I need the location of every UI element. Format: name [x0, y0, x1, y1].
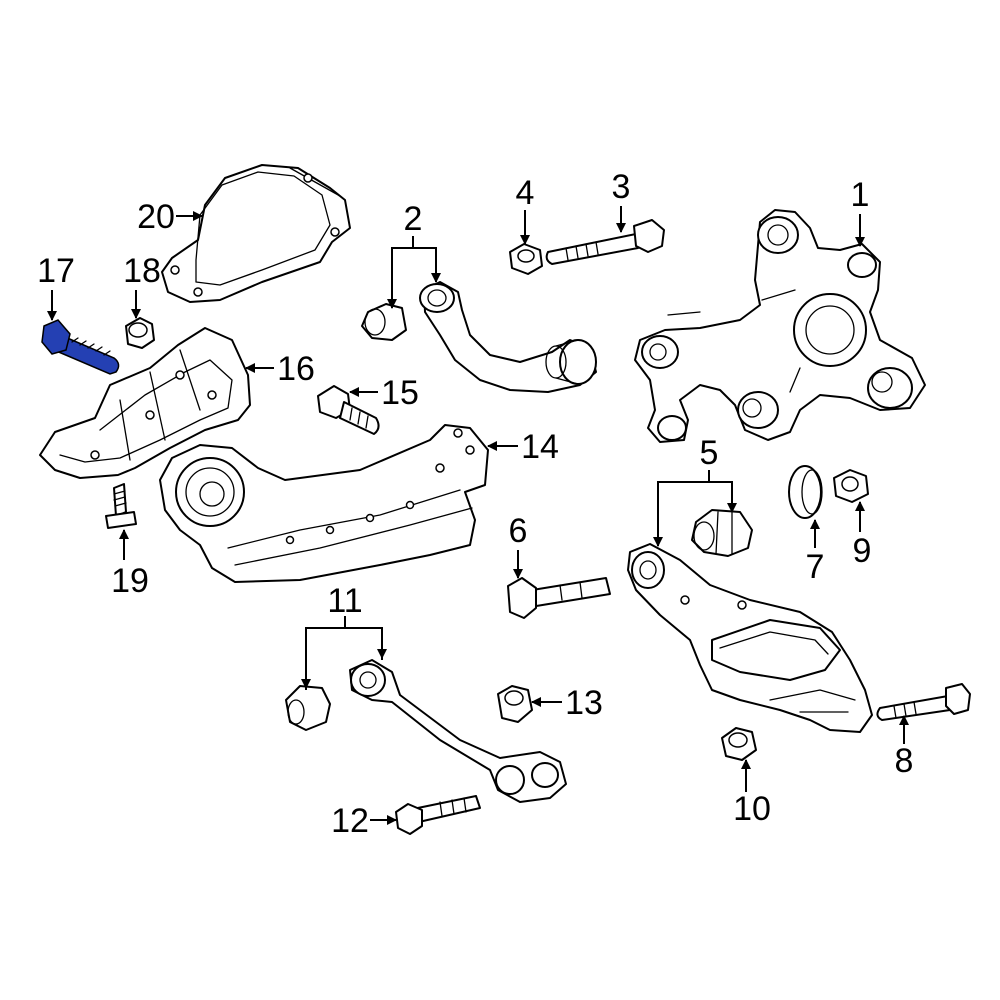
- callout-17: 17: [37, 252, 75, 290]
- callout-12: 12: [331, 802, 369, 840]
- part-2-bushing[interactable]: [361, 303, 407, 341]
- part-2-upper-arm[interactable]: [419, 281, 597, 393]
- callout-9: 9: [853, 532, 872, 570]
- callout-labels: 1 2 3 4 5 6 7 8 9 10 11 12 13 14 15 16 1…: [37, 168, 913, 840]
- part-12-bolt[interactable]: [395, 795, 481, 835]
- part-11-link[interactable]: [349, 659, 567, 803]
- callout-18: 18: [123, 252, 161, 290]
- part-17-bolt[interactable]: [41, 319, 120, 375]
- part-5-bushing[interactable]: [691, 509, 753, 557]
- part-16-bracket[interactable]: [39, 327, 251, 479]
- part-6-cam-bolt[interactable]: [507, 577, 611, 619]
- part-11-bushing[interactable]: [285, 685, 331, 731]
- part-18-nut[interactable]: [125, 317, 155, 349]
- part-13-nut[interactable]: [497, 685, 533, 723]
- callout-20: 20: [137, 198, 175, 236]
- callout-14: 14: [521, 428, 559, 466]
- part-20-brace[interactable]: [161, 164, 351, 303]
- callout-2: 2: [404, 200, 423, 238]
- callout-5: 5: [700, 434, 719, 472]
- part-10-nut[interactable]: [721, 727, 757, 761]
- part-7-washer[interactable]: [788, 465, 823, 519]
- part-5-lower-arm[interactable]: [627, 543, 873, 733]
- callout-6: 6: [509, 512, 528, 550]
- callout-10: 10: [733, 790, 771, 828]
- part-8-bolt[interactable]: [876, 683, 971, 721]
- callout-3: 3: [612, 168, 631, 206]
- callout-4: 4: [516, 174, 535, 212]
- callout-1: 1: [851, 176, 870, 214]
- callout-19: 19: [111, 562, 149, 600]
- part-9-nut[interactable]: [833, 469, 869, 503]
- part-3-bolt[interactable]: [545, 219, 665, 265]
- callout-8: 8: [895, 742, 914, 780]
- part-1-knuckle[interactable]: [634, 209, 926, 443]
- part-14-trailing-arm[interactable]: [159, 424, 489, 583]
- callout-11: 11: [327, 582, 362, 620]
- callout-16: 16: [277, 350, 315, 388]
- leader-lines: [47, 206, 909, 825]
- part-4-nut[interactable]: [509, 243, 543, 275]
- part-15-bolt[interactable]: [317, 385, 380, 435]
- part-19-bolt[interactable]: [105, 483, 137, 529]
- callout-15: 15: [381, 374, 419, 412]
- callout-7: 7: [806, 548, 825, 586]
- callout-13: 13: [565, 684, 603, 722]
